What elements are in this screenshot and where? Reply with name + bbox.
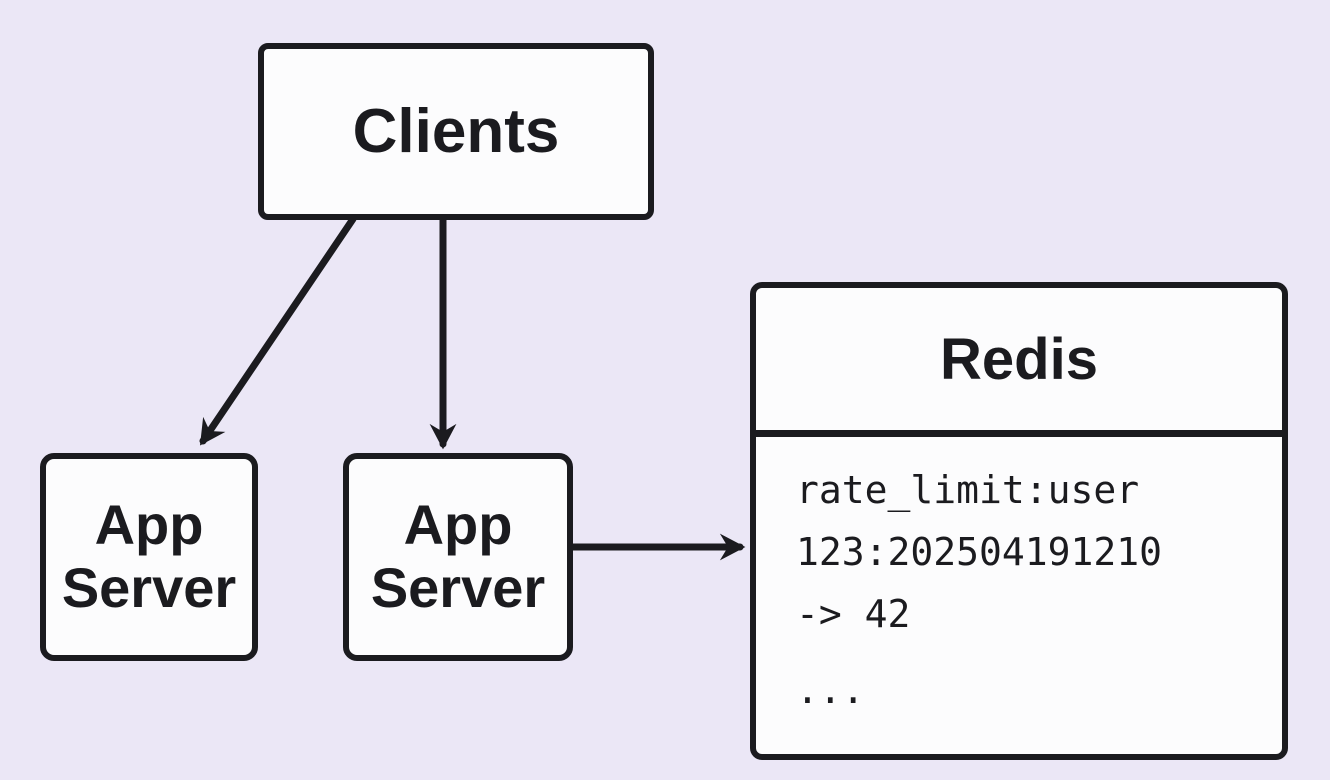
redis-node-body: rate_limit:user 123:202504191210 -> 42 .… xyxy=(756,437,1282,754)
edge-clients-to-app-server-left xyxy=(199,215,357,446)
redis-key-line-1: rate_limit:user xyxy=(796,468,1140,512)
redis-value-line: -> 42 xyxy=(796,592,911,636)
redis-ellipsis: ... xyxy=(796,668,865,712)
app-server-right-label-line2: Server xyxy=(370,556,546,619)
clients-node-label: Clients xyxy=(352,97,560,166)
app-server-node-left: App Server xyxy=(40,453,258,661)
app-server-right-label-line1: App xyxy=(403,493,513,557)
app-server-node-right: App Server xyxy=(343,453,573,661)
app-server-left-label-line2: Server xyxy=(61,556,237,619)
app-server-left-label-line1: App xyxy=(94,493,204,557)
redis-node-title: Redis xyxy=(756,288,1282,437)
redis-key-line-2: 123:202504191210 xyxy=(796,530,1163,574)
clients-node: Clients xyxy=(258,43,654,220)
redis-node: Redis rate_limit:user 123:202504191210 -… xyxy=(750,282,1288,760)
